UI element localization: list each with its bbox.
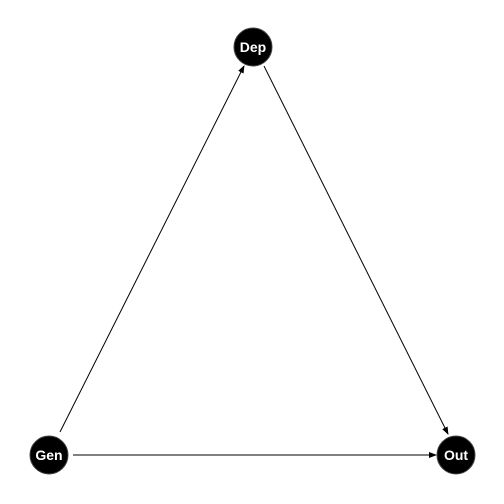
edge-dep-to-out [263,65,449,435]
edge-gen-to-dep [59,65,245,433]
node-dep-label: Dep [240,39,266,55]
node-out-label: Out [444,447,468,463]
node-gen[interactable]: Gen [29,435,69,475]
node-out[interactable]: Out [436,435,476,475]
node-dep[interactable]: Dep [233,27,273,67]
node-gen-label: Gen [35,447,62,463]
